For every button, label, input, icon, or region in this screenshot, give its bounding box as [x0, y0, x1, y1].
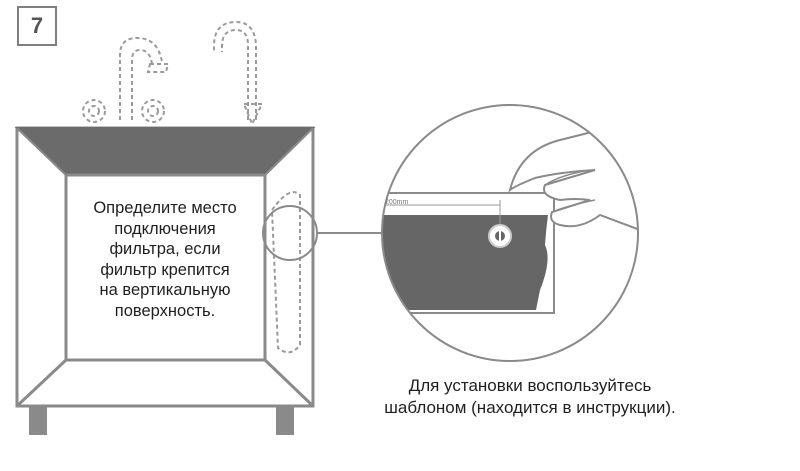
instruction-line: на вертикальную [99, 281, 231, 299]
instruction-text: Определите место подключения фильтра, ес… [68, 198, 262, 321]
zoom-indicator [262, 205, 381, 261]
instruction-line: фильтр крепится [100, 260, 230, 279]
step-number-badge: 7 [17, 6, 57, 46]
faucet-left-icon [82, 36, 170, 123]
instruction-line: фильтра, если [109, 240, 221, 258]
ruler-label: 200mm [385, 199, 409, 206]
instruction-line: Определите место [93, 199, 237, 217]
caption-line: шаблоном (находится в инструкции). [384, 398, 676, 417]
instruction-line: подключения [114, 219, 216, 238]
sink-cabinet [14, 126, 316, 435]
caption-text: Для установки воспользуйтесь шаблоном (н… [340, 375, 720, 419]
faucet-right-icon [213, 20, 264, 127]
instruction-line: поверхность. [114, 301, 216, 320]
caption-line: Для установки воспользуйтесь [408, 376, 652, 395]
detail-view [381, 104, 639, 362]
